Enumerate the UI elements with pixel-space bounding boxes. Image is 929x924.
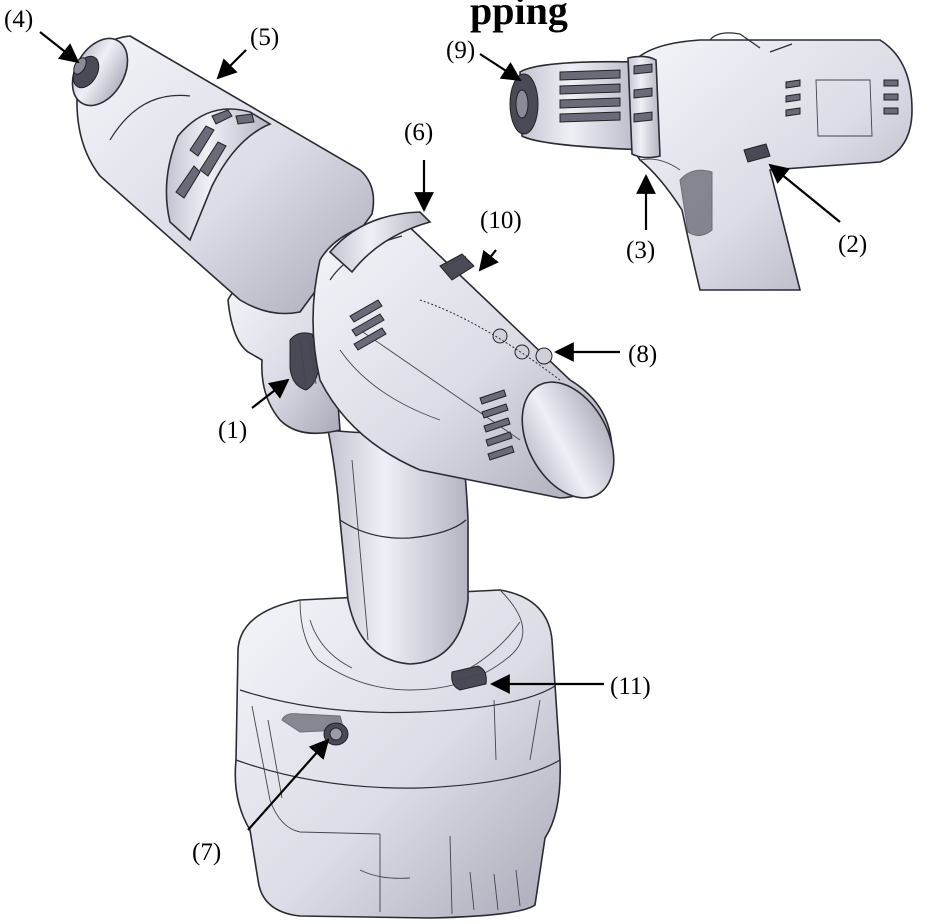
callout-label-2: (2) <box>838 231 867 258</box>
callout-label-5: (5) <box>250 24 279 51</box>
heading-text: pping <box>470 0 568 33</box>
callout-label-1: (1) <box>218 417 247 444</box>
callout-label-8: (8) <box>628 341 657 368</box>
main-tool-drawing <box>71 35 615 919</box>
inset-tool-drawing <box>509 32 913 291</box>
arrow-4 <box>39 31 80 64</box>
nose-tip <box>72 55 100 89</box>
barrel <box>71 35 375 315</box>
callout-label-7: (7) <box>192 839 221 866</box>
callout-labels: (1) (2) (3) (4) (5) (6) (7) (8) (9) (10)… <box>4 6 867 866</box>
arrow-9 <box>479 53 522 82</box>
callout-label-3: (3) <box>626 237 655 264</box>
callout-label-10: (10) <box>480 207 522 234</box>
arrow-1 <box>251 378 290 409</box>
callout-label-6: (6) <box>404 119 433 146</box>
callout-label-11: (11) <box>610 673 651 700</box>
callout-label-4: (4) <box>4 6 33 33</box>
arrow-10 <box>478 249 499 272</box>
callout-label-9: (9) <box>446 37 475 64</box>
trigger-area <box>227 279 341 435</box>
motor-housing <box>312 211 615 499</box>
arrow-5 <box>216 49 247 80</box>
arrow-7 <box>247 738 330 831</box>
arrow-2 <box>768 163 841 223</box>
callout-arrows <box>39 31 841 831</box>
battery-pack <box>234 589 562 919</box>
